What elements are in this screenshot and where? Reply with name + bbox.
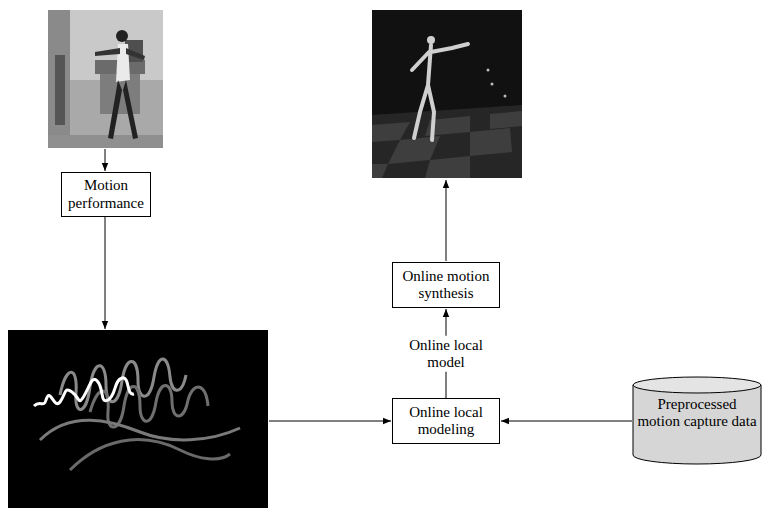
flow-arrow: [269, 421, 391, 422]
connector-arrow: [501, 421, 632, 422]
node-label: Motion performance: [66, 177, 146, 212]
database-cylinder: Preprocessed motion capture data: [632, 376, 762, 464]
flow-arrow: [105, 149, 106, 171]
trajectory-image: [8, 330, 268, 508]
cylinder-body: [633, 385, 761, 464]
rendered-character-image: [372, 10, 522, 178]
performer-photo: [48, 10, 163, 148]
edge-label: Online local model: [398, 335, 494, 372]
flow-arrow: [105, 214, 106, 329]
flow-arrow: [446, 180, 447, 261]
node-label: Online motion synthesis: [397, 268, 495, 303]
cylinder-top: [633, 377, 761, 393]
node-label: Preprocessed motion capture data: [636, 396, 758, 431]
process-box: Online motion synthesis: [392, 262, 500, 308]
process-box: Motion performance: [61, 172, 151, 217]
process-box: Online local modeling: [392, 398, 500, 444]
node-label: Online local modeling: [397, 404, 495, 439]
